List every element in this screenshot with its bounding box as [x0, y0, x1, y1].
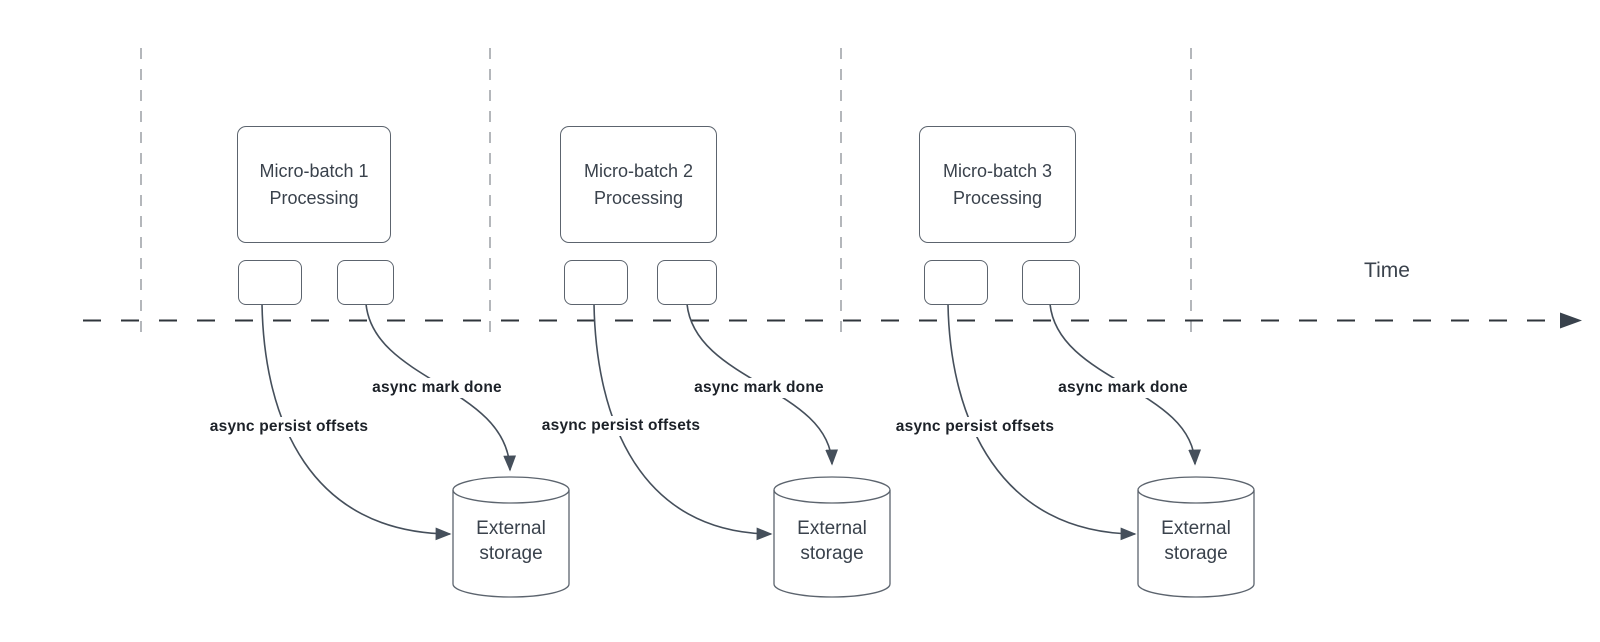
- persist-offsets-label-3: async persist offsets: [891, 417, 1059, 437]
- persist-task-box-3: [924, 260, 988, 305]
- mark-done-label-2: async mark done: [690, 378, 828, 398]
- cylinder-icon: [773, 476, 891, 598]
- time-axis-label: Time: [1364, 259, 1410, 282]
- cylinder-icon: [452, 476, 570, 598]
- storage-label: External storage: [797, 518, 867, 564]
- storage-label: External storage: [476, 518, 546, 564]
- micro-batch-2-processing-box: Micro-batch 2 Processing: [560, 126, 717, 243]
- persist-task-box-1: [238, 260, 302, 305]
- external-storage-cylinder-3: External storage: [1137, 476, 1255, 598]
- box-subtitle: Processing: [952, 187, 1043, 208]
- mark-done-label-1: async mark done: [368, 378, 506, 398]
- persist-offsets-label-1: async persist offsets: [205, 417, 373, 437]
- storage-label: External storage: [1161, 518, 1231, 564]
- persist-task-box-2: [564, 260, 628, 305]
- persist-offsets-arrow-1: [261, 303, 452, 541]
- micro-batch-1-processing-box: Micro-batch 1 Processing: [237, 126, 391, 243]
- mark-done-task-box-3: [1022, 260, 1080, 305]
- mark-done-task-box-2: [657, 260, 717, 305]
- external-storage-cylinder-1: External storage: [452, 476, 570, 598]
- box-title: Micro-batch 3: [942, 160, 1053, 181]
- external-storage-cylinder-2: External storage: [773, 476, 891, 598]
- cylinder-icon: [1137, 476, 1255, 598]
- time-axis-arrowhead-icon: [1560, 312, 1582, 329]
- persist-offsets-label-2: async persist offsets: [537, 416, 705, 436]
- mark-done-task-box-1: [337, 260, 394, 305]
- micro-batch-3-processing-box: Micro-batch 3 Processing: [919, 126, 1076, 243]
- mark-done-label-3: async mark done: [1054, 378, 1192, 398]
- box-subtitle: Processing: [593, 187, 684, 208]
- persist-offsets-arrow-2: [593, 303, 773, 541]
- box-title: Micro-batch 2: [583, 160, 694, 181]
- box-subtitle: Processing: [269, 187, 359, 208]
- persist-offsets-arrow-3: [947, 303, 1137, 541]
- box-title: Micro-batch 1: [259, 160, 369, 181]
